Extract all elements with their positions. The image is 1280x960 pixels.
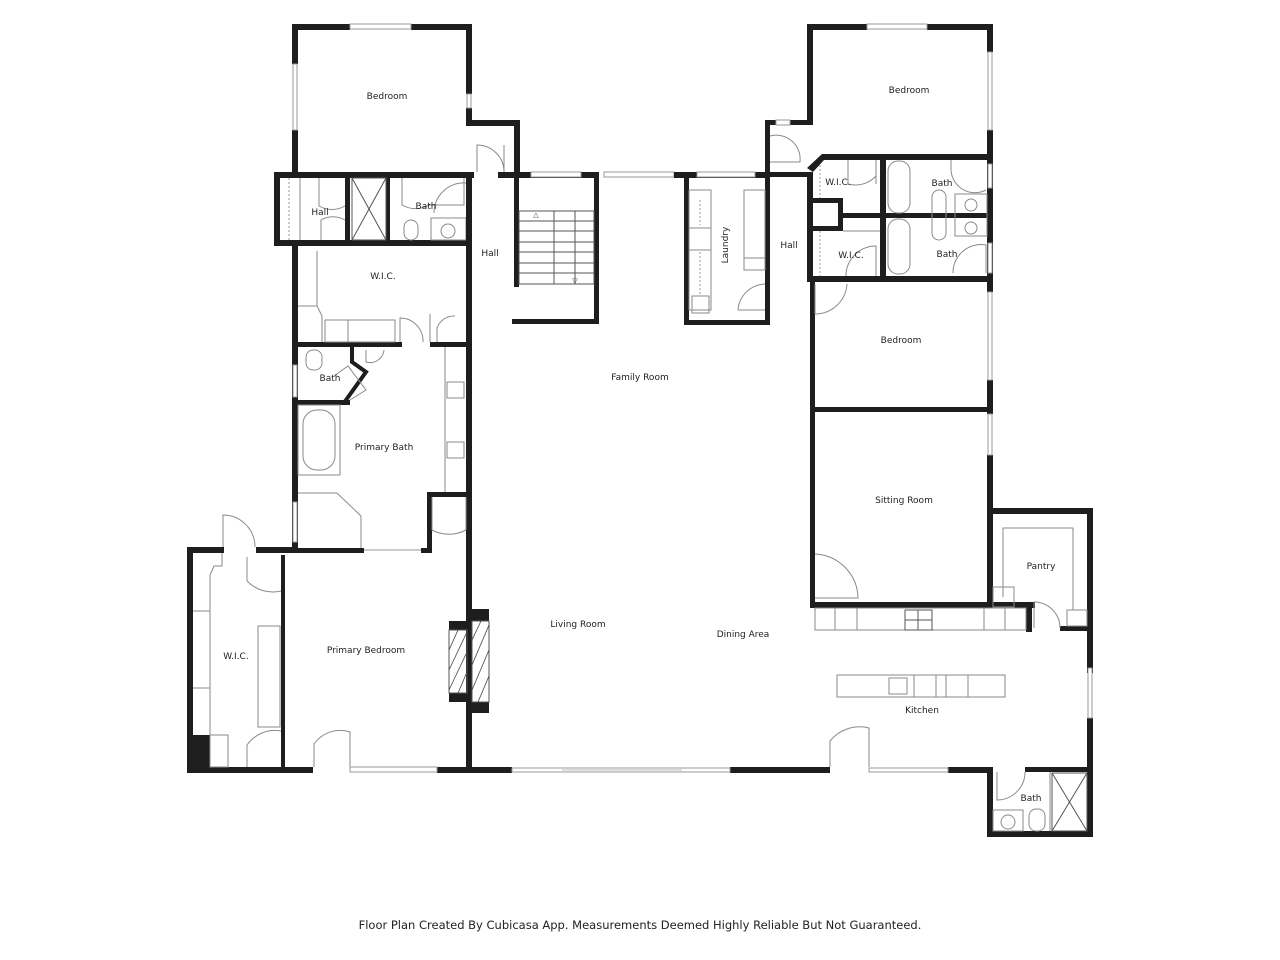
- label-dining-area: Dining Area: [717, 630, 770, 640]
- label-bath-small: Bath: [320, 374, 341, 384]
- label-laundry: Laundry: [721, 226, 731, 263]
- label-bedroom-east: Bedroom: [881, 336, 922, 346]
- fireplace: [448, 609, 490, 713]
- window: [987, 291, 993, 381]
- label-bath-se: Bath: [1021, 794, 1042, 804]
- sink: [430, 217, 467, 241]
- ne-bath-walls: [807, 154, 993, 282]
- room-labels: Bedroom Hall Bath Hall W.I.C. Bath Prima…: [223, 86, 1056, 804]
- footer-disclaimer: Floor Plan Created By Cubicasa App. Meas…: [358, 918, 922, 932]
- window: [987, 51, 993, 131]
- sink: [446, 381, 465, 399]
- label-sitting-room: Sitting Room: [875, 496, 933, 506]
- window: [866, 23, 928, 30]
- label-primary-bedroom: Primary Bedroom: [327, 646, 405, 656]
- shower: [351, 177, 387, 241]
- label-wic-ne-top: W.I.C.: [825, 178, 850, 188]
- label-wic-primary: W.I.C.: [223, 652, 248, 662]
- label-pantry: Pantry: [1027, 562, 1056, 572]
- label-family-room: Family Room: [611, 373, 668, 383]
- window: [603, 171, 675, 178]
- window: [292, 501, 298, 543]
- bathtub: [887, 218, 911, 275]
- window: [868, 767, 949, 773]
- center-left-walls: [466, 172, 599, 772]
- window: [349, 23, 412, 30]
- label-hall-center-right: Hall: [780, 241, 797, 251]
- label-hall-center-left: Hall: [481, 249, 498, 259]
- south-wall: [466, 767, 993, 773]
- nw-bedroom-walls: [274, 24, 598, 178]
- svg-text:△: △: [533, 211, 539, 219]
- shower: [1051, 772, 1088, 832]
- window: [1087, 667, 1093, 719]
- label-bath-ne-top: Bath: [932, 179, 953, 189]
- toilet: [1028, 808, 1046, 832]
- label-kitchen: Kitchen: [905, 706, 939, 716]
- window: [696, 171, 756, 178]
- label-bath-ne-bottom: Bath: [937, 250, 958, 260]
- kitchen-island: [836, 674, 1006, 698]
- pantry-walls: [987, 508, 1093, 673]
- label-bedroom-ne: Bedroom: [889, 86, 930, 96]
- window: [292, 63, 298, 131]
- primary-bedroom-walls: [187, 547, 472, 773]
- window: [775, 119, 791, 126]
- label-primary-bath: Primary Bath: [355, 443, 414, 453]
- window: [349, 766, 438, 773]
- toilet: [403, 219, 419, 241]
- staircase: △ ▽: [518, 210, 595, 285]
- window: [530, 171, 582, 178]
- sink: [446, 441, 465, 459]
- kitchen-east-wall: [1087, 718, 1093, 773]
- label-wic-ne-bottom: W.I.C.: [838, 251, 863, 261]
- window: [466, 93, 472, 109]
- svg-text:▽: ▽: [572, 277, 578, 285]
- bathtub: [297, 404, 341, 476]
- bathtub: [887, 160, 911, 214]
- window: [292, 364, 298, 398]
- label-hall-nw: Hall: [311, 208, 328, 218]
- window: [987, 413, 993, 456]
- label-bath-nw: Bath: [416, 202, 437, 212]
- primary-suite-walls: [282, 246, 472, 553]
- sink: [888, 677, 908, 695]
- nw-hall-bath-walls: [274, 172, 472, 246]
- label-living-room: Living Room: [550, 620, 605, 630]
- east-rooms-walls: [810, 280, 1035, 608]
- label-wic-upper: W.I.C.: [370, 272, 395, 282]
- label-bedroom-nw: Bedroom: [367, 92, 408, 102]
- door-swing: [476, 144, 505, 173]
- kitchen-counters: [814, 607, 1027, 698]
- se-bath-walls: [987, 767, 1093, 837]
